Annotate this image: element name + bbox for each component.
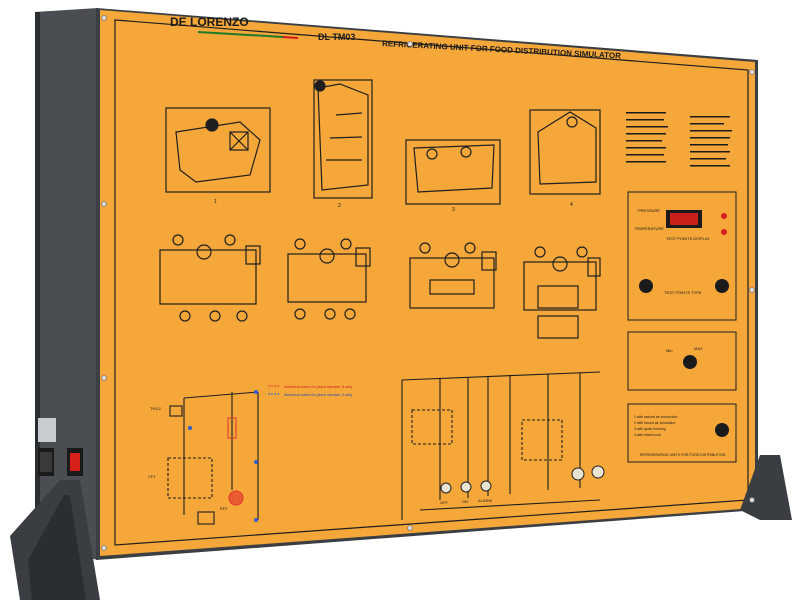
svg-text:TEMPERATURE: TEMPERATURE — [634, 226, 664, 231]
side-housing — [35, 8, 98, 560]
red-wire-note: electrical wires for plant number 3 only — [284, 384, 352, 389]
plant-diagrams — [165, 79, 601, 205]
indicator-led-2 — [721, 229, 727, 235]
plant-3-box — [405, 139, 501, 205]
svg-text:4: 4 — [570, 202, 573, 208]
svg-text:2 with forced air circulation: 2 with forced air circulation — [634, 421, 675, 425]
front-panel — [100, 10, 755, 556]
electrical-schematic-right — [401, 371, 601, 520]
thermostat-module — [627, 331, 737, 391]
switch-label-off: OFF — [440, 500, 449, 505]
blue-wire-note: electrical wires for plant number 2 only — [284, 392, 352, 397]
electrical-schematic-left — [167, 391, 259, 525]
power-switch-rocker[interactable] — [70, 453, 80, 471]
svg-text:3 with quick freezing: 3 with quick freezing — [634, 427, 666, 431]
svg-text:TEST POINTS TYPE: TEST POINTS TYPE — [664, 290, 702, 295]
svg-text:TH1/2: TH1/2 — [150, 406, 162, 411]
mounting-screws — [101, 15, 755, 551]
indicator-lamps — [440, 465, 605, 494]
svg-text:1 with natural air convection: 1 with natural air convection — [634, 415, 677, 419]
svg-text:Min: Min — [666, 348, 672, 353]
svg-text:MAX: MAX — [694, 346, 703, 351]
test-point-type-knob[interactable] — [715, 279, 729, 293]
brand-logo: DE LORENZO — [170, 15, 249, 29]
thermostat-knob[interactable] — [683, 355, 697, 369]
svg-text:1: 1 — [214, 199, 217, 205]
label-plate — [38, 418, 56, 442]
test-point-module — [627, 191, 737, 321]
mode-selector-knob[interactable] — [715, 423, 729, 437]
refrigeration-circuits — [159, 234, 601, 339]
indicator-led-1 — [721, 213, 727, 219]
svg-text:CF1: CF1 — [148, 474, 156, 479]
plant-1-box — [165, 107, 271, 193]
svg-text:4 with mixed cold: 4 with mixed cold — [634, 433, 661, 437]
circuit-3 — [409, 257, 495, 309]
test-point-selector-knob[interactable] — [639, 279, 653, 293]
svg-text:2: 2 — [338, 203, 341, 209]
plant-2-box — [313, 79, 373, 199]
right-stand — [740, 455, 792, 520]
circuit-2 — [287, 253, 367, 303]
plant-4-box — [529, 109, 601, 195]
switch-label-alarm: ALARM — [478, 498, 492, 503]
legend-list — [626, 112, 732, 167]
svg-text:3: 3 — [452, 207, 455, 213]
brand-stripe-red — [282, 36, 299, 39]
model-label: DL TM03 — [318, 32, 355, 42]
mode-selector-module — [627, 403, 737, 463]
display-readout — [670, 213, 698, 225]
svg-text:EF2: EF2 — [220, 506, 228, 511]
circuit-4 — [523, 261, 597, 311]
svg-text:TEST POINTS DISPLAY: TEST POINTS DISPLAY — [666, 236, 710, 241]
brand-stripe-green — [197, 31, 284, 38]
circuit-1 — [159, 249, 257, 305]
svg-text:REFRIGERATING UNITS FOR FOOD D: REFRIGERATING UNITS FOR FOOD DISTRIBUTIO… — [640, 453, 726, 457]
svg-text:PRESSURE: PRESSURE — [638, 208, 660, 213]
switch-label-on: ON — [462, 499, 468, 504]
